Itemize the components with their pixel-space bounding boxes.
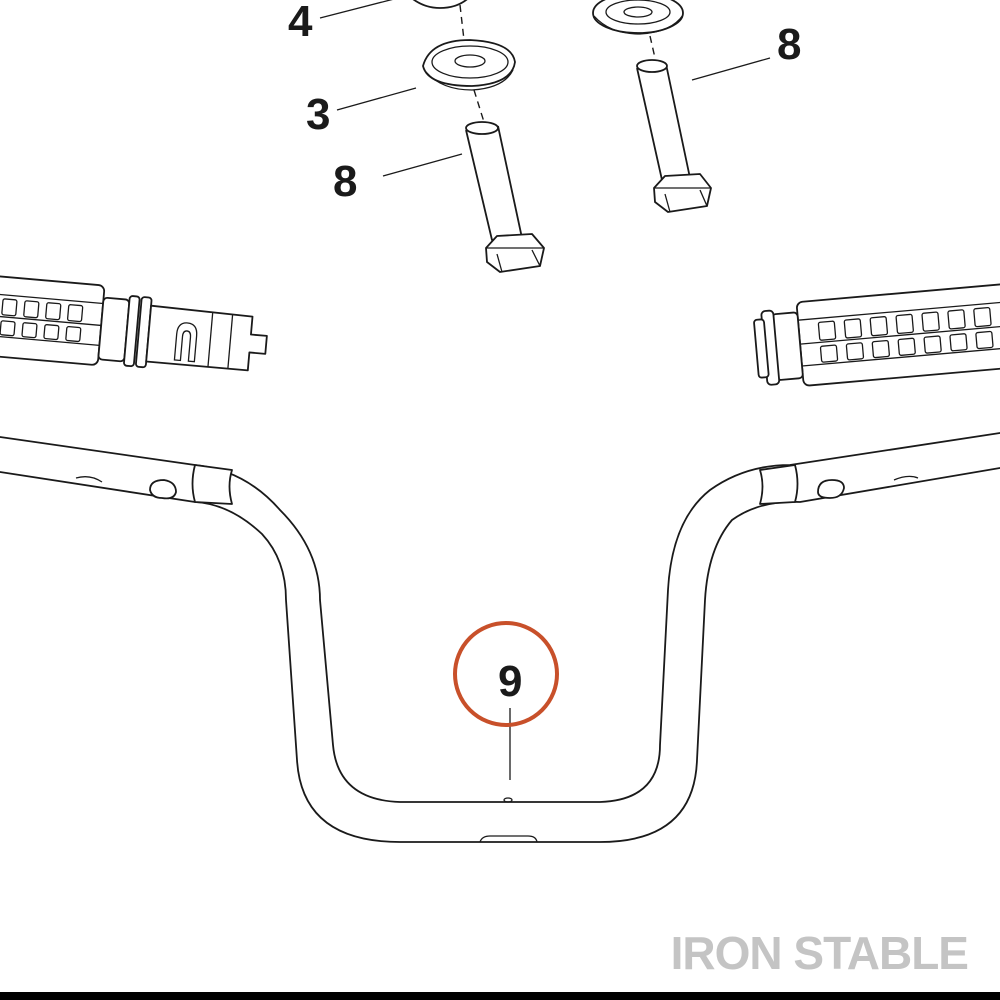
part-4-washer — [412, 0, 468, 41]
callout-3: 3 — [306, 90, 330, 139]
callout-4: 4 — [288, 0, 313, 46]
leader-8-left — [382, 153, 463, 177]
callout-8-right: 8 — [777, 20, 801, 69]
callout-9: 9 — [498, 657, 522, 706]
bolt-left — [465, 121, 545, 273]
washer-right — [592, 0, 684, 59]
bolt-right — [636, 59, 712, 213]
grip-left — [0, 274, 268, 372]
grip-right — [753, 282, 1000, 387]
handlebar — [0, 432, 1000, 843]
highlight-circle — [453, 621, 559, 727]
leader-4 — [319, 0, 393, 19]
leader-8-right — [691, 57, 771, 81]
brand-watermark: IRON STABLE — [671, 927, 968, 979]
leader-3 — [336, 87, 417, 111]
bottom-bar — [0, 992, 1000, 1000]
callout-8-left: 8 — [333, 157, 357, 206]
part-3-washer — [422, 39, 516, 123]
